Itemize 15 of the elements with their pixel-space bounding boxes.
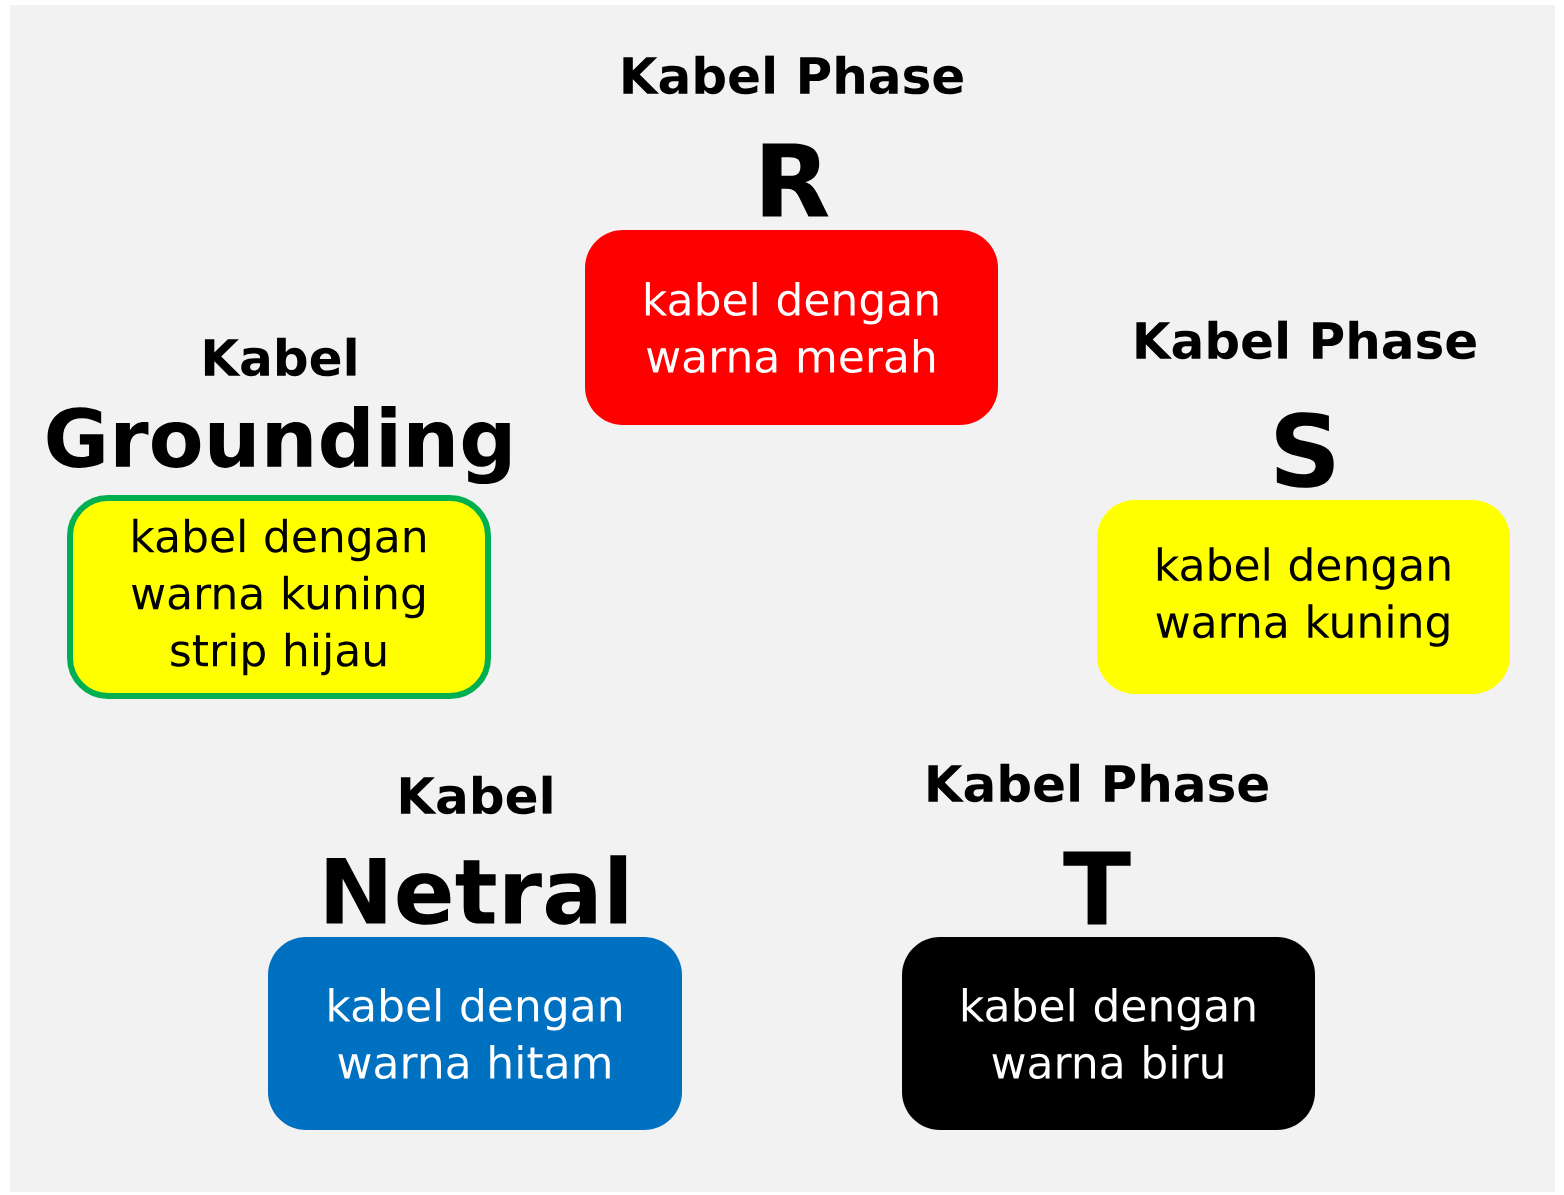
cable-heading: Kabel Phase bbox=[1136, 320, 1476, 360]
cable-letter: R bbox=[762, 143, 829, 217]
cable-heading: Kabel Phase bbox=[928, 763, 1268, 803]
cable-heading: Kabel Phase bbox=[623, 55, 963, 95]
cable-letter: T bbox=[1063, 851, 1131, 925]
cable-box: kabel dengan warna merah bbox=[585, 230, 998, 425]
cable-letter: Grounding bbox=[47, 405, 510, 484]
cable-box: kabel dengan warna biru bbox=[902, 937, 1315, 1130]
cable-box: kabel dengan warna hitam bbox=[268, 937, 682, 1130]
cable-box: kabel dengan warna kuning strip hijau bbox=[67, 495, 491, 699]
cable-letter: Netral bbox=[326, 855, 627, 925]
cable-heading: Kabel bbox=[400, 775, 552, 815]
cable-box: kabel dengan warna kuning bbox=[1097, 500, 1510, 694]
cable-heading: Kabel bbox=[204, 337, 356, 377]
cable-letter: S bbox=[1276, 412, 1334, 488]
